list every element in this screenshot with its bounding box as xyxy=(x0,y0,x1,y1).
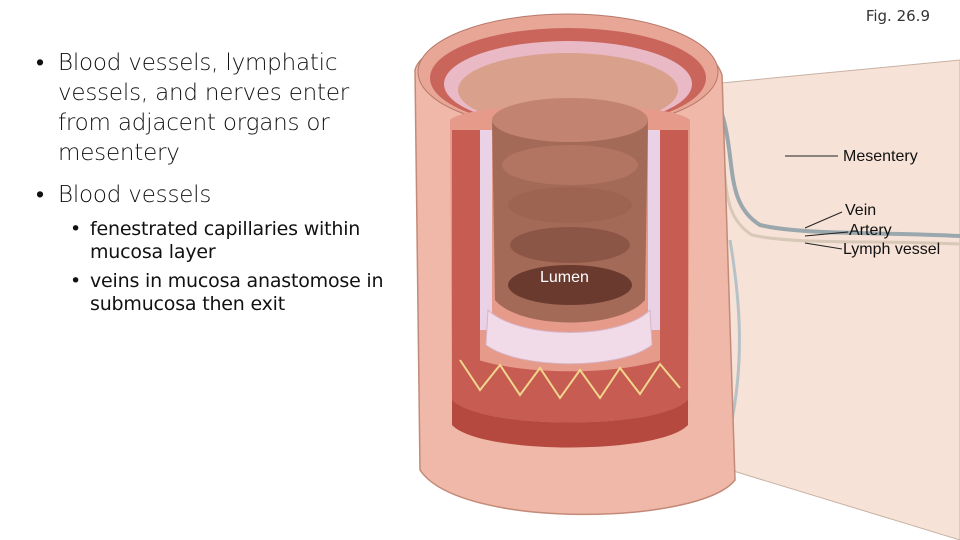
submucosa-band xyxy=(485,308,653,365)
fold-5 xyxy=(508,265,632,305)
fold-1 xyxy=(492,98,648,142)
longitudinal-muscle-band xyxy=(452,400,688,448)
figure-label: Fig. 26.9 xyxy=(865,7,930,25)
sub-bullet-capillaries: fenestrated capillaries within mucosa la… xyxy=(32,218,402,264)
mesentery-vein xyxy=(713,94,960,238)
sub-bullet-veins: veins in mucosa anastomose in submucosa … xyxy=(32,270,402,316)
bullet-list: Blood vessels, lymphatic vessels, and ne… xyxy=(32,48,402,316)
cut-submucosa-left xyxy=(480,130,492,330)
muscle-vessel-network xyxy=(459,359,681,400)
artery-leader xyxy=(804,231,849,237)
lumen-label: Lumen xyxy=(540,269,589,286)
mesentery-label: Mesentery xyxy=(843,148,918,165)
fold-3 xyxy=(508,187,632,223)
bullet-blood-vessels: Blood vessels xyxy=(32,180,402,210)
mesentery-lymph xyxy=(728,239,741,431)
artery-label: Artery xyxy=(849,222,892,239)
fold-2 xyxy=(502,145,638,185)
cut-submucosa-right xyxy=(648,130,660,330)
lymph-leader xyxy=(804,242,843,250)
lymph-vessel-label: Lymph vessel xyxy=(843,241,940,258)
intestine-wall-illustration: Mesentery Vein Artery Lymph vessel Lumen xyxy=(414,13,960,540)
fold-4 xyxy=(510,227,630,263)
vein-label: Vein xyxy=(845,202,876,219)
vein-leader xyxy=(804,211,843,229)
bullet-vessels-nerves: Blood vessels, lymphatic vessels, and ne… xyxy=(32,48,402,168)
